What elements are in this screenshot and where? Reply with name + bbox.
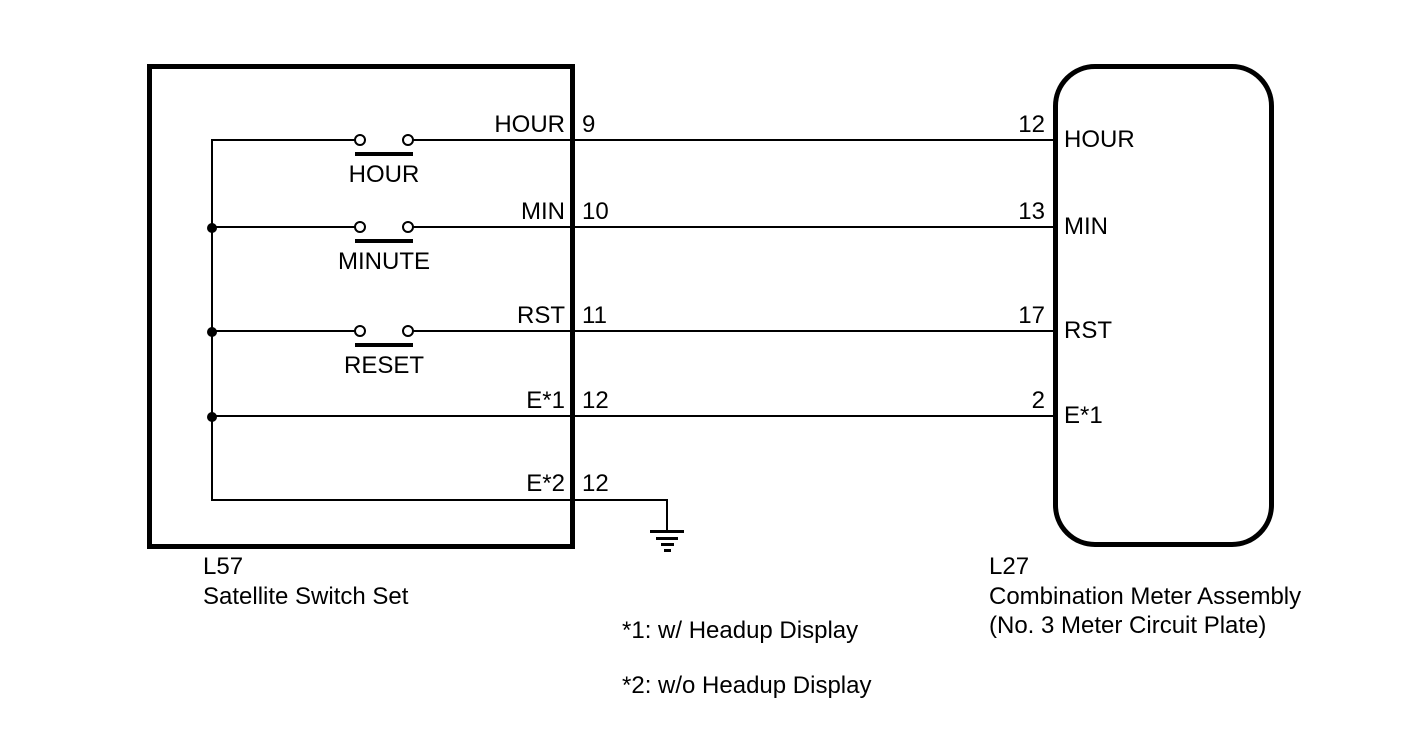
right-label-hour: HOUR [1064,126,1135,153]
junction-dot-e1 [207,412,217,422]
switch-actuator-bar [355,239,413,243]
wire-e2-drop [666,499,668,531]
right-label-e1: E*1 [1064,402,1103,429]
signal-label-hour: HOUR [494,111,565,138]
switch-actuator-bar [355,152,413,156]
right-pin-min: 13 [1018,198,1045,225]
left-pin-e1: 12 [582,387,609,414]
right-component-name-line2: (No. 3 Meter Circuit Plate) [989,612,1267,639]
wire-e2 [211,499,668,501]
left-pin-e2: 12 [582,470,609,497]
signal-label-min: MIN [521,198,565,225]
wire-rst-left [211,330,355,332]
right-label-min: MIN [1064,213,1108,240]
left-component-code: L57 [203,553,244,580]
left-pin-min: 10 [582,198,609,225]
switch-contact-circle [354,221,366,233]
switch-contact-circle [402,221,414,233]
wire-hour-left [211,139,355,141]
right-pin-e1: 2 [1031,387,1045,414]
switch-label-reset: RESET [343,352,424,379]
wire-min-left [211,226,355,228]
wire-hour-right [413,139,1055,141]
signal-label-e1: E*1 [526,387,565,414]
switch-label-minute: MINUTE [338,248,430,275]
left-component-name: Satellite Switch Set [203,583,409,610]
left-pin-hour: 9 [582,111,596,138]
footnote-2: *2: w/o Headup Display [622,672,872,699]
right-component-name-line1: Combination Meter Assembly [989,583,1302,610]
signal-label-e2: E*2 [526,470,565,497]
right-component-code: L27 [989,553,1030,580]
switch-contact-circle [354,325,366,337]
right-pin-rst: 17 [1018,302,1045,329]
right-pin-hour: 12 [1018,111,1045,138]
wire-e1 [211,415,1055,417]
footnote-1: *1: w/ Headup Display [622,617,859,644]
right-label-rst: RST [1064,317,1112,344]
junction-dot-rst [207,327,217,337]
signal-label-rst: RST [517,302,565,329]
wire-rst-right [413,330,1055,332]
switch-actuator-bar [355,343,413,347]
switch-contact-circle [402,325,414,337]
right-component-box [1053,64,1274,547]
wire-min-right [413,226,1055,228]
switch-label-hour: HOUR [348,161,420,188]
junction-dot-min [207,223,217,233]
left-bus-wire [211,140,213,501]
left-pin-rst: 11 [582,302,607,329]
switch-contact-circle [402,134,414,146]
switch-contact-circle [354,134,366,146]
